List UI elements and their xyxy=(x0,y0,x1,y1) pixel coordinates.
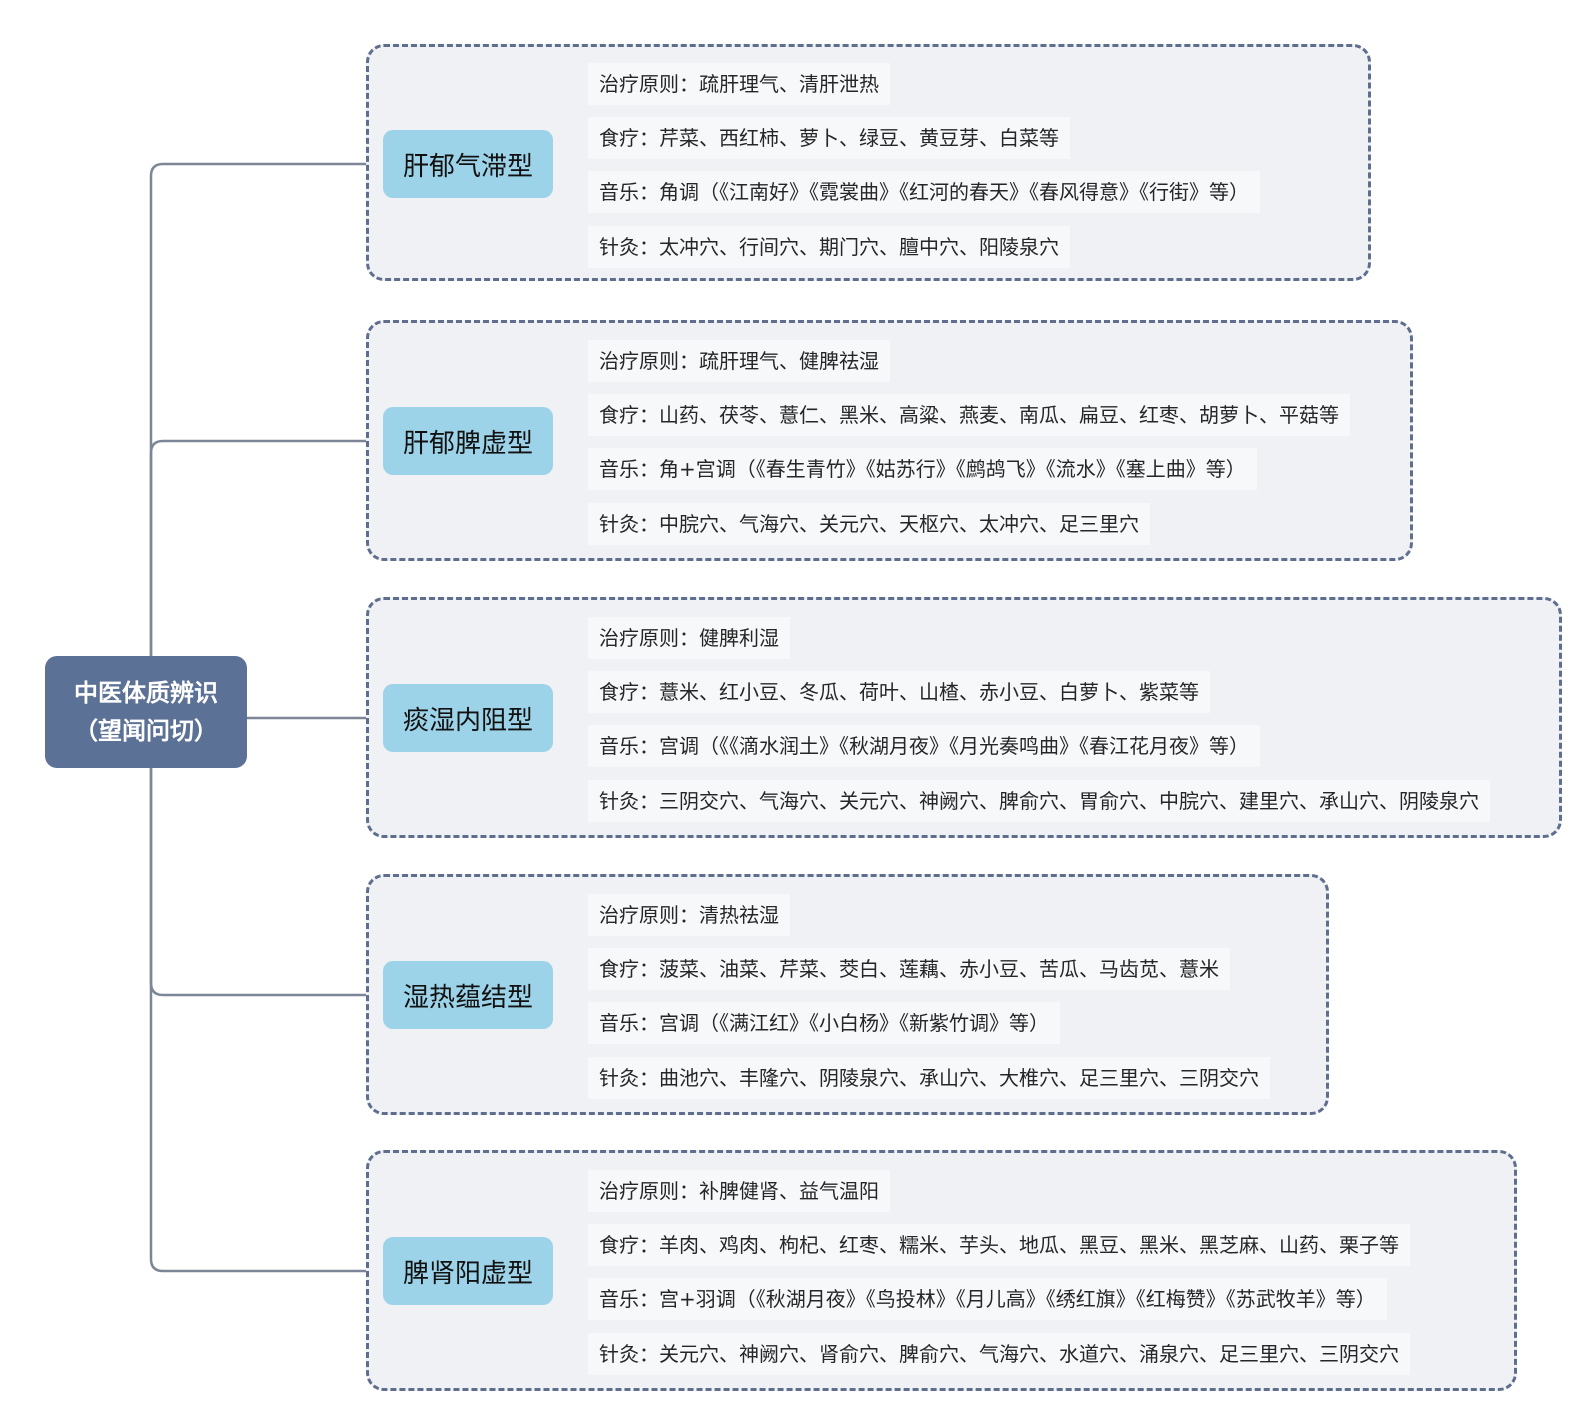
leaf-music-therapy[interactable]: 音乐：角+宫调（《春生青竹》《姑苏行》《鹧鸪飞》《流水》《塞上曲》等） xyxy=(588,448,1257,490)
leaf-music-therapy[interactable]: 音乐：宫调（《满江红》《小白杨》《新紫竹调》等） xyxy=(588,1002,1060,1044)
leaf-diet-therapy[interactable]: 食疗：芹菜、西红柿、萝卜、绿豆、黄豆芽、白菜等 xyxy=(588,117,1070,159)
leaf-treatment-principle[interactable]: 治疗原则：健脾利湿 xyxy=(588,617,790,659)
leaf-treatment-principle[interactable]: 治疗原则：疏肝理气、健脾祛湿 xyxy=(588,340,890,382)
trunk-connector xyxy=(149,768,383,997)
trunk-connector xyxy=(149,162,383,656)
leaf-diet-therapy[interactable]: 食疗：薏米、红小豆、冬瓜、荷叶、山楂、赤小豆、白萝卜、紫菜等 xyxy=(588,671,1210,713)
leaf-acupuncture[interactable]: 针灸：关元穴、神阙穴、肾俞穴、脾俞穴、气海穴、水道穴、涌泉穴、足三里穴、三阴交穴 xyxy=(588,1333,1410,1375)
leaf-acupuncture[interactable]: 针灸：太冲穴、行间穴、期门穴、膻中穴、阳陵泉穴 xyxy=(588,226,1070,268)
branch-node[interactable]: 湿热蕴结型 xyxy=(383,961,553,1029)
branch-node[interactable]: 痰湿内阻型 xyxy=(383,684,553,752)
branch-node[interactable]: 脾肾阳虚型 xyxy=(383,1237,553,1305)
root-node[interactable]: 中医体质辨识 （望闻问切） xyxy=(45,656,247,768)
trunk-connector xyxy=(149,768,383,1273)
leaf-treatment-principle[interactable]: 治疗原则：疏肝理气、清肝泄热 xyxy=(588,63,890,105)
root-title: 中医体质辨识 xyxy=(74,679,218,707)
branch-node[interactable]: 肝郁脾虚型 xyxy=(383,407,553,475)
leaf-acupuncture[interactable]: 针灸：曲池穴、丰隆穴、阴陵泉穴、承山穴、大椎穴、足三里穴、三阴交穴 xyxy=(588,1057,1270,1099)
leaf-diet-therapy[interactable]: 食疗：菠菜、油菜、芹菜、茭白、莲藕、赤小豆、苦瓜、马齿苋、薏米 xyxy=(588,948,1230,990)
trunk-connector xyxy=(149,439,383,656)
leaf-music-therapy[interactable]: 音乐：角调（《江南好》《霓裳曲》《红河的春天》《春风得意》《行街》等） xyxy=(588,171,1260,213)
leaf-treatment-principle[interactable]: 治疗原则：清热祛湿 xyxy=(588,894,790,936)
leaf-music-therapy[interactable]: 音乐：宫调（《《滴水润土》《秋湖月夜》《月光奏鸣曲》《春江花月夜》等） xyxy=(588,725,1260,767)
leaf-acupuncture[interactable]: 针灸：三阴交穴、气海穴、关元穴、神阙穴、脾俞穴、胃俞穴、中脘穴、建里穴、承山穴、… xyxy=(588,780,1490,822)
leaf-treatment-principle[interactable]: 治疗原则：补脾健肾、益气温阳 xyxy=(588,1170,890,1212)
leaf-music-therapy[interactable]: 音乐：宫+羽调（《秋湖月夜》《鸟投林》《月儿高》《绣红旗》《红梅赞》《苏武牧羊》… xyxy=(588,1278,1387,1320)
leaf-acupuncture[interactable]: 针灸：中脘穴、气海穴、关元穴、天枢穴、太冲穴、足三里穴 xyxy=(588,503,1150,545)
leaf-diet-therapy[interactable]: 食疗：山药、茯苓、薏仁、黑米、高粱、燕麦、南瓜、扁豆、红枣、胡萝卜、平菇等 xyxy=(588,394,1350,436)
root-subtitle: （望闻问切） xyxy=(74,717,218,745)
leaf-diet-therapy[interactable]: 食疗：羊肉、鸡肉、枸杞、红枣、糯米、芋头、地瓜、黑豆、黑米、黑芝麻、山药、栗子等 xyxy=(588,1224,1410,1266)
branch-node[interactable]: 肝郁气滞型 xyxy=(383,130,553,198)
